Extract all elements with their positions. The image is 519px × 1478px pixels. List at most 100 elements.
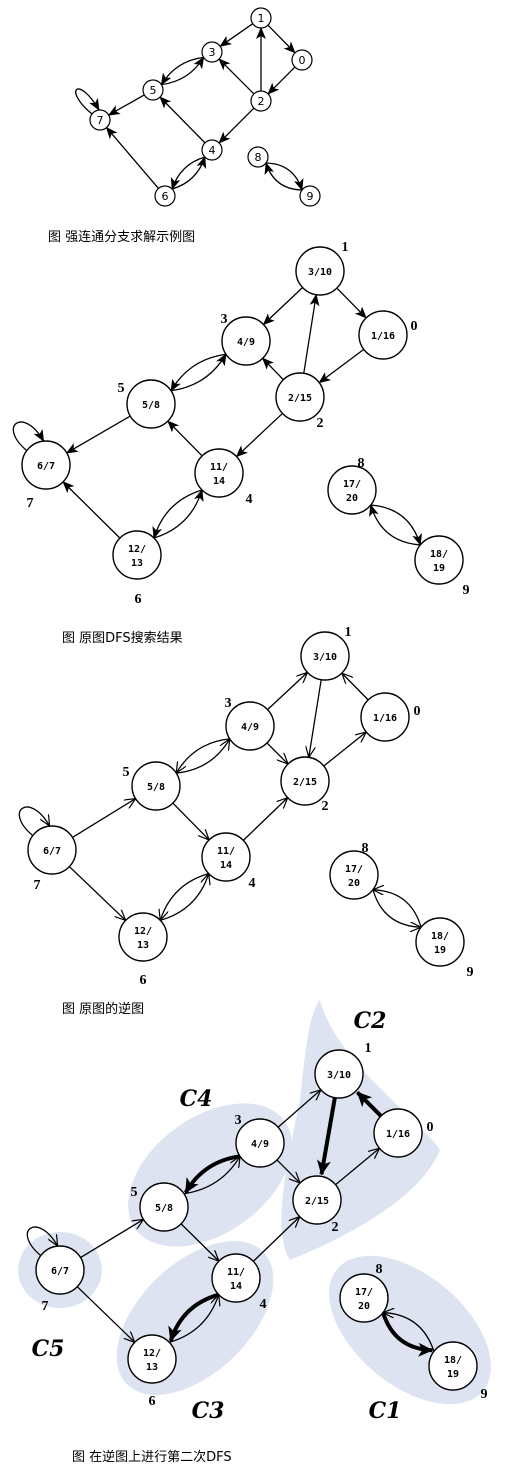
- d3-node-7-time: 6/7: [43, 846, 61, 857]
- d2-node-9-time-b: 19: [433, 563, 445, 574]
- d3-node-4-time-b: 14: [220, 860, 232, 871]
- d4-edge-0-1: [355, 1090, 383, 1118]
- d2-edge-2-3: [261, 357, 284, 381]
- node-9-label: 9: [307, 190, 314, 203]
- d3-edge-5-4: [172, 802, 209, 840]
- diagram-2: 3/1011/1604/935/852/1526/7711/14412/1361…: [12, 240, 470, 607]
- edge-0-2: [267, 66, 296, 95]
- node-7: [89, 109, 111, 131]
- d4-node-3-id: 3: [235, 1113, 242, 1128]
- d2-edge-0-2: [318, 348, 365, 384]
- edge-3-5: [160, 56, 204, 86]
- d2-node-5-time: 5/8: [142, 400, 160, 411]
- node-2: [250, 90, 272, 112]
- d3-node-4: [201, 832, 251, 882]
- d2-node-8-time-a: 17/: [343, 479, 361, 490]
- d3-edge-3-5: [176, 738, 230, 773]
- node-9: [299, 185, 321, 207]
- node-5: [142, 79, 164, 101]
- edge-7-7: [75, 88, 100, 115]
- d3-edge-0-1: [342, 673, 369, 701]
- edge-2-4: [218, 107, 255, 144]
- d4-edge-6-4: [169, 1295, 218, 1343]
- d3-node-9-id: 9: [467, 965, 474, 980]
- d2-node-3-id: 3: [221, 312, 228, 327]
- d2-node-7-time: 6/7: [37, 461, 55, 472]
- d4-node-0-id: 0: [427, 1120, 434, 1135]
- d4-node-7: [35, 1245, 85, 1295]
- node-0: [291, 49, 313, 71]
- d2-node-0: [358, 310, 408, 360]
- d3-node-9-time-a: 18/: [431, 931, 449, 942]
- component-label-c3: C3: [192, 1398, 225, 1424]
- d4-node-8-time-b: 20: [358, 1301, 370, 1312]
- d2-node-0-id: 0: [411, 319, 418, 334]
- node-8: [247, 146, 269, 168]
- d3-node-2-time: 2/15: [293, 777, 317, 788]
- d2-edge-6-4: [153, 489, 204, 539]
- edge-1-3: [219, 23, 254, 47]
- d2-node-9-time-a: 18/: [430, 549, 448, 560]
- node-7-label: 7: [97, 114, 104, 127]
- d3-edge-7-6: [68, 866, 125, 921]
- d4-edge-2-0: [335, 1148, 379, 1186]
- d2-edge-2-1: [303, 293, 320, 374]
- d2-edge-1-3: [262, 287, 304, 326]
- d4-edge-8-9: [381, 1311, 434, 1357]
- d2-edge-3-5: [170, 353, 227, 392]
- d3-node-9: [415, 917, 465, 967]
- d4-node-7-id: 7: [42, 1299, 49, 1314]
- d4-edge-7-7: [26, 1226, 57, 1257]
- d3-edge-4-6: [160, 873, 209, 921]
- d4-edge-3-2: [276, 1159, 300, 1183]
- d2-node-7-id: 7: [27, 496, 34, 511]
- d2-node-4-time-b: 14: [213, 476, 225, 487]
- d3-node-2: [280, 756, 330, 806]
- d2-node-4-time-a: 11/: [210, 462, 228, 473]
- edge-5-7: [107, 94, 145, 116]
- d2-node-8-time-b: 20: [346, 493, 358, 504]
- edge-9-8: [264, 162, 303, 191]
- node-5-label: 5: [150, 84, 157, 97]
- d4-node-4-id: 4: [260, 1297, 267, 1312]
- d3-edge-7-7: [18, 806, 49, 837]
- d2-node-3: [221, 316, 271, 366]
- d3-node-3-time: 4/9: [241, 722, 259, 733]
- d3-node-6-id: 6: [140, 973, 147, 988]
- component-label-c5: C5: [32, 1336, 65, 1362]
- d3-node-0: [360, 692, 410, 742]
- d2-node-6-time-a: 12/: [128, 544, 146, 555]
- d3-node-7: [27, 825, 77, 875]
- d2-node-2-time: 2/15: [288, 393, 312, 404]
- node-0-label: 0: [299, 54, 306, 67]
- d4-node-4-time-b: 14: [230, 1281, 242, 1292]
- d3-node-3: [225, 701, 275, 751]
- d4-node-8-time-a: 17/: [355, 1287, 373, 1298]
- d3-node-6: [118, 912, 168, 962]
- node-1: [250, 7, 272, 29]
- d3-node-1-time: 3/10: [313, 652, 337, 663]
- d3-edge-3-1: [267, 672, 308, 711]
- d4-edge-1-2: [316, 1097, 337, 1176]
- d2-node-8: [327, 465, 377, 515]
- d4-node-1: [314, 1049, 364, 1099]
- d3-edge-4-2: [242, 798, 287, 841]
- d4-node-2-id: 2: [332, 1220, 339, 1235]
- node-3-label: 3: [209, 46, 216, 59]
- d3-node-1-id: 1: [345, 625, 352, 640]
- d3-edge-1-2: [309, 679, 322, 758]
- d4-node-4: [211, 1253, 261, 1303]
- d4-node-7-time: 6/7: [51, 1266, 69, 1277]
- d2-node-5: [126, 379, 176, 429]
- d2-node-9-id: 9: [463, 583, 470, 598]
- d3-node-6-time-a: 12/: [134, 926, 152, 937]
- d4-edge-9-8: [383, 1313, 435, 1352]
- d3-node-0-time: 1/16: [373, 713, 397, 724]
- node-8-label: 8: [255, 151, 262, 164]
- d3-node-2-id: 2: [322, 799, 329, 814]
- node-4-label: 4: [209, 144, 216, 157]
- d4-node-4-time-a: 11/: [227, 1267, 245, 1278]
- d2-node-9: [414, 535, 464, 585]
- d4-edge-4-2: [252, 1217, 299, 1262]
